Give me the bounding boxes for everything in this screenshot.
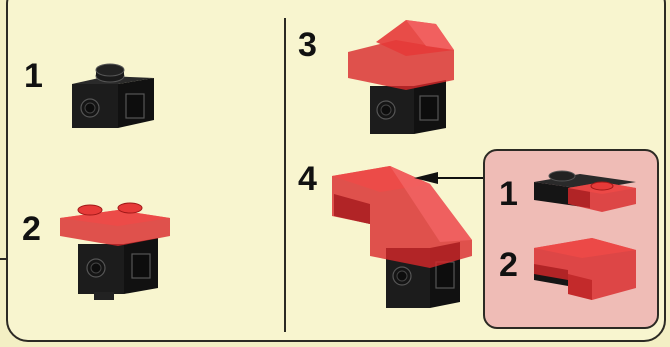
black-brick-1x1-icon [68,62,158,132]
red-plate-assembly-icon [532,234,642,314]
brick-with-red-slope-icon [346,16,466,136]
step-number-4: 4 [298,162,317,196]
arrow-left-icon [414,170,486,186]
substep-number-2: 2 [499,248,518,282]
substep-number-1: 1 [499,177,518,211]
step-number-3: 3 [298,28,317,62]
black-plate-red-tile-icon [532,164,642,224]
panel-connector-line [0,258,8,260]
step-number-1: 1 [24,59,43,93]
step-number-2: 2 [22,212,41,246]
brick-with-red-plate-icon [58,196,178,306]
column-divider [284,18,286,332]
